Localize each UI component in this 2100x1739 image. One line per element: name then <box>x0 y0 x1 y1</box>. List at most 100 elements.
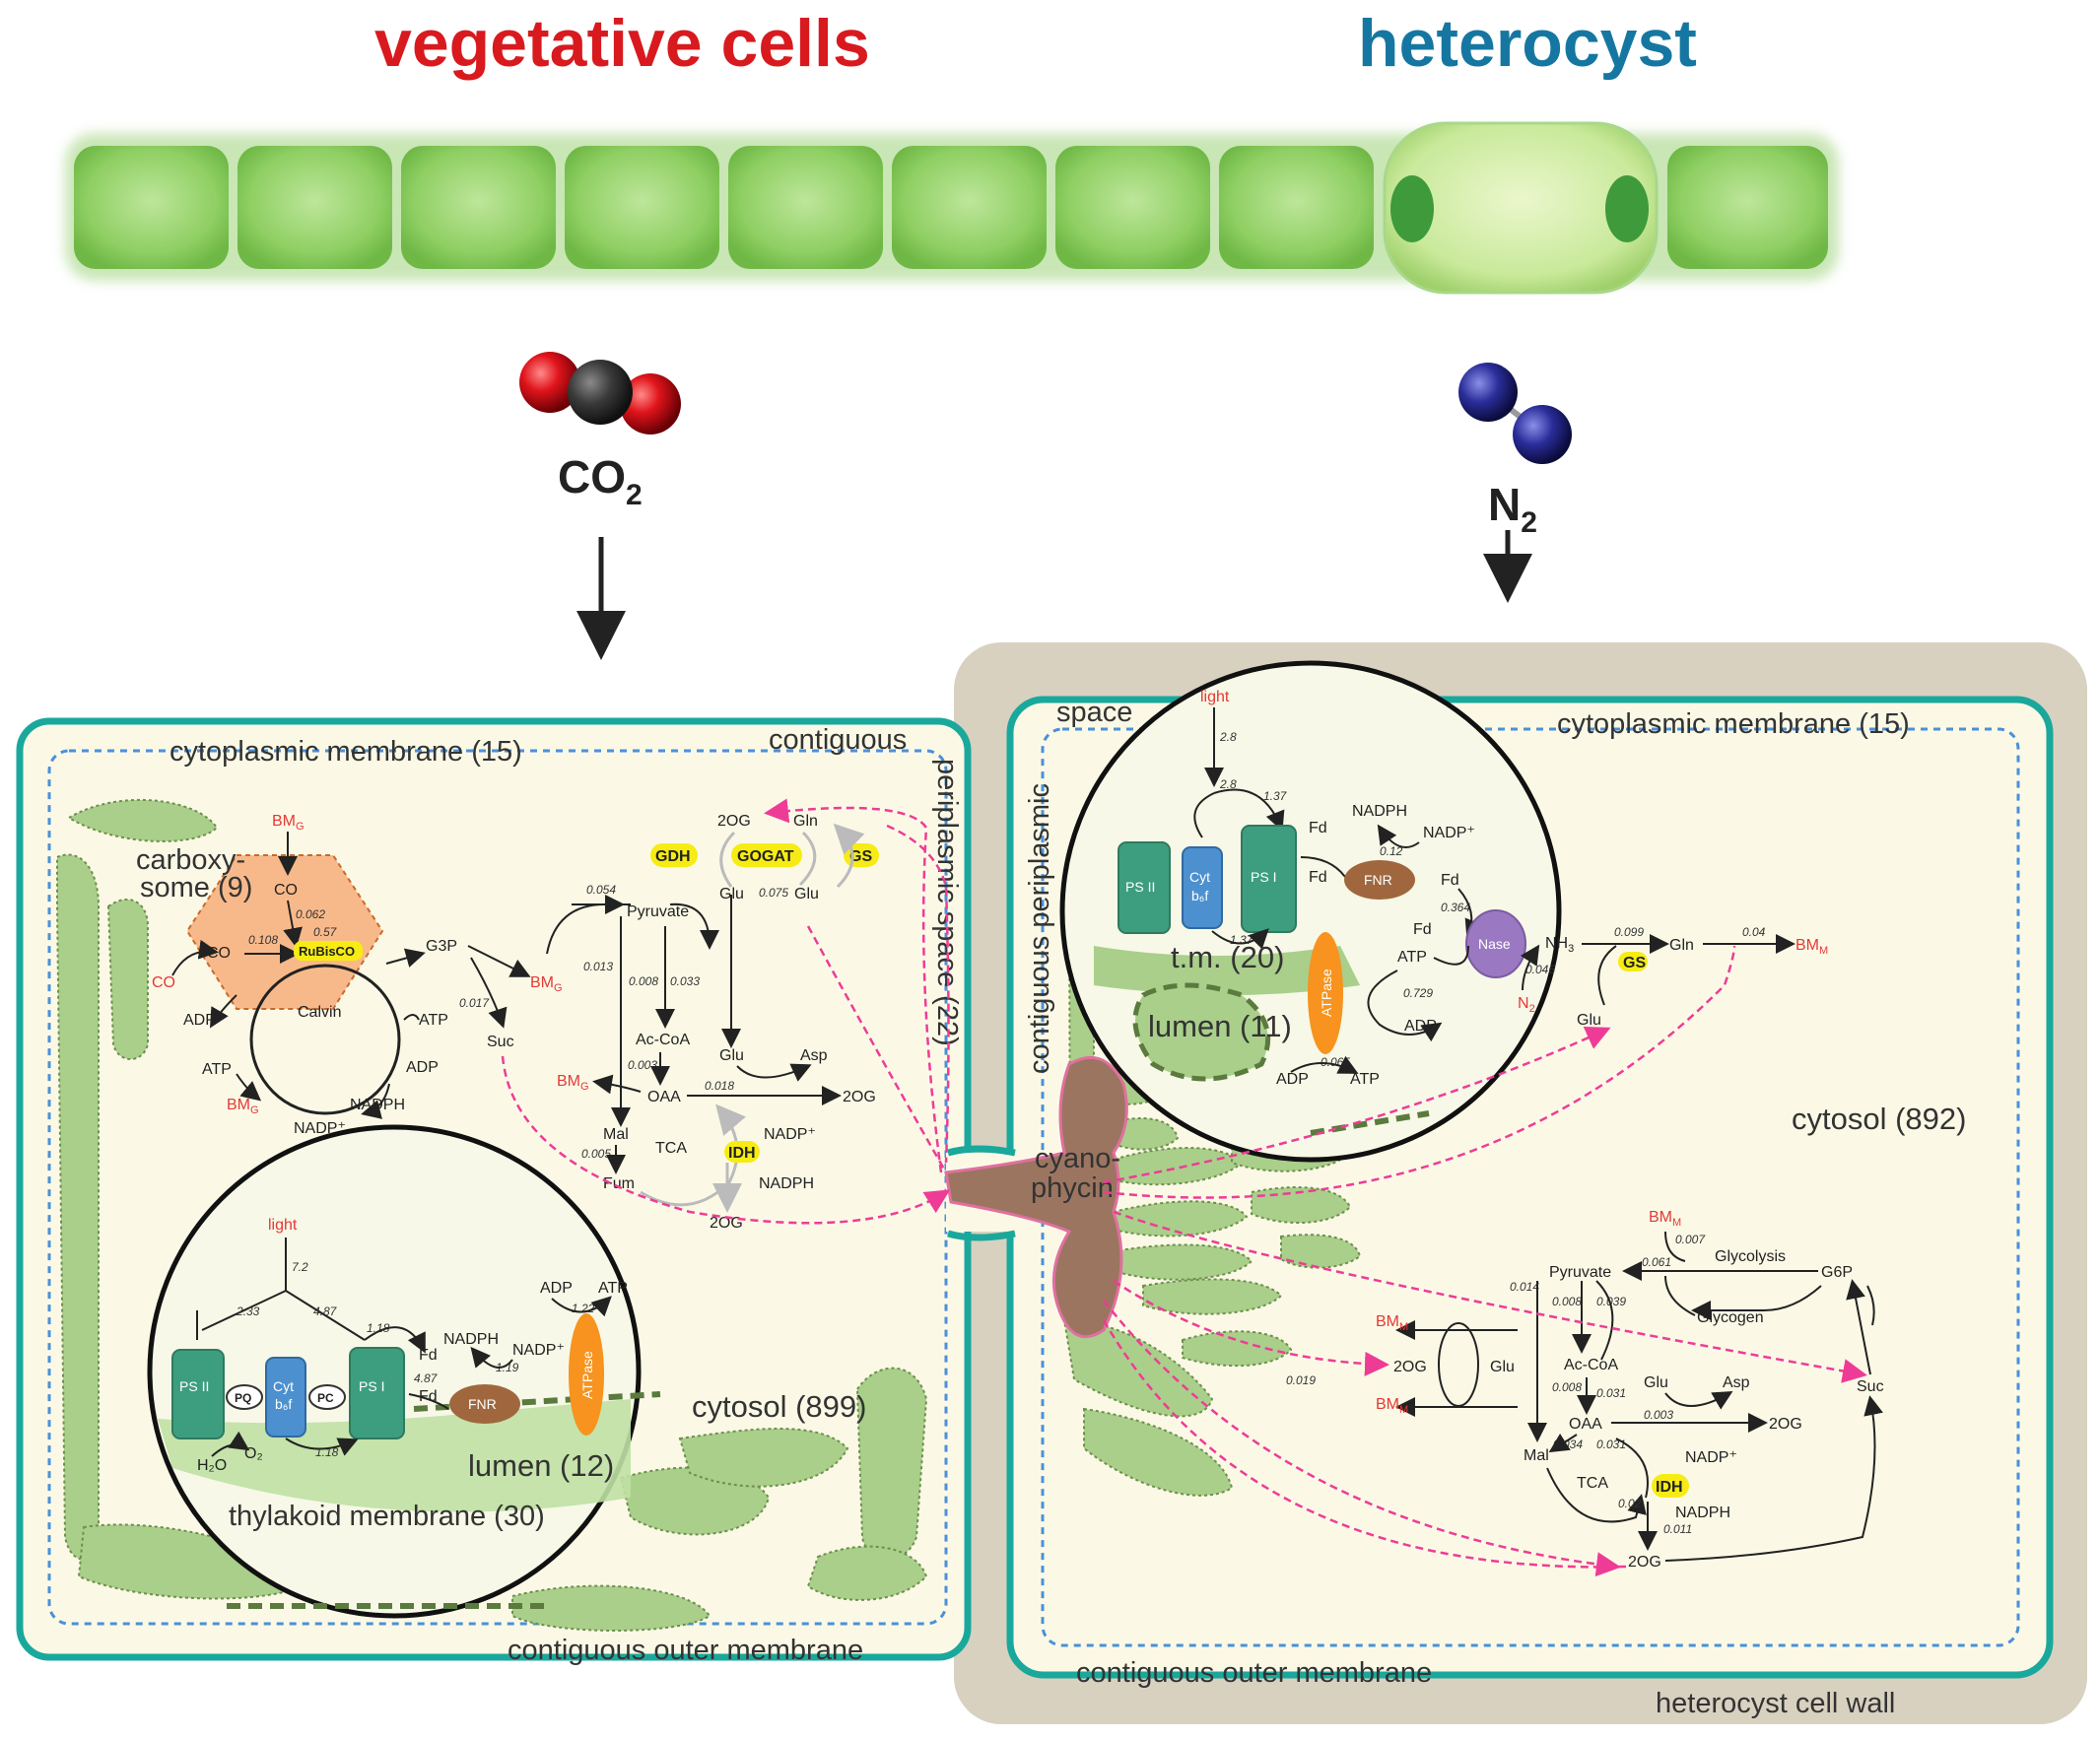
veg-flux-f: 1.19 <box>496 1361 519 1374</box>
het-glycogen: Glycogen <box>1697 1309 1764 1326</box>
heterocyst-polar-plug <box>1605 175 1649 242</box>
veg-tca-network: 0.054 Pyruvate 0.013 0.008 0.033 Ac-CoA … <box>546 883 876 1232</box>
cyanophycin-granule <box>944 1055 1128 1339</box>
co2-cytosol: CO <box>207 945 231 962</box>
het-g6p: G6P <box>1821 1264 1853 1281</box>
veg-adp-1: ADP <box>183 1012 216 1029</box>
veg-psi <box>349 1347 405 1439</box>
veg-glu-left: Glu <box>719 886 744 903</box>
cell-filament <box>65 121 1839 295</box>
het-asp: Asp <box>1723 1374 1750 1391</box>
veg-atpase-label: ATPase <box>579 1351 595 1399</box>
veg-cyt2-label: b₆f <box>275 1396 292 1412</box>
co2-molecule-icon <box>519 352 681 435</box>
flux-0.57: 0.57 <box>313 925 338 939</box>
n2-label: N2 <box>1488 479 1537 539</box>
veg-fd-ox: Fd <box>419 1347 438 1364</box>
het-atp-2: ATP <box>1350 1071 1380 1088</box>
het-flux-ac: 0.008 <box>1552 1380 1582 1394</box>
vegetative-cell <box>237 146 392 269</box>
het-tca-label: TCA <box>1577 1475 1608 1492</box>
veg-pyruvate: Pyruvate <box>627 903 689 920</box>
het-flux-ad: 0.031 <box>1596 1386 1626 1400</box>
het-flux-3: 1.37 <box>1263 789 1288 803</box>
het-atp: ATP <box>1397 949 1427 966</box>
veg-cyt-b6f <box>265 1357 306 1438</box>
het-fnr <box>1344 860 1415 900</box>
veg-glu-right: Glu <box>794 886 819 903</box>
carboxysome-label: carboxy-some (9) <box>136 844 252 903</box>
het-cyt2-label: b₆f <box>1191 888 1208 903</box>
het-atpase <box>1308 932 1343 1054</box>
het-tm-label: t.m. (20) <box>1171 940 1284 974</box>
vegetative-cell <box>565 146 719 269</box>
veg-flux-b: 4.87 <box>313 1304 338 1318</box>
bm-g-top: BMG <box>272 813 305 833</box>
het-bm-b: BMM <box>1376 1396 1408 1416</box>
flux-0.017: 0.017 <box>459 996 490 1010</box>
het-flux-1: 2.8 <box>1219 730 1237 744</box>
veg-idh-nadph: NADPH <box>759 1175 814 1192</box>
het-nadp: NADP⁺ <box>1423 825 1475 841</box>
veg-psii-label: PS II <box>179 1378 209 1394</box>
het-fd-1: Fd <box>1309 820 1327 836</box>
veg-lumen-label: lumen (12) <box>468 1448 614 1483</box>
het-flux-cyan: 0.019 <box>1286 1373 1316 1387</box>
het-flux-b: 0.04 <box>1742 925 1766 939</box>
het-contiguous-periplasmic-label: contiguous periplasmic <box>1024 783 1055 1074</box>
veg-2og: 2OG <box>843 1089 876 1105</box>
het-psi-label: PS I <box>1251 869 1276 885</box>
bm-g-oaa: BMG <box>557 1073 589 1093</box>
het-n2-in: N2 <box>1518 995 1535 1015</box>
veg-atpase <box>569 1313 604 1436</box>
het-glu: Glu <box>1577 1012 1601 1029</box>
heterocyst-title: heterocyst <box>1358 6 1697 81</box>
flux-0.005: 0.005 <box>581 1147 611 1161</box>
het-cell-wall-label: heterocyst cell wall <box>1656 1688 1895 1719</box>
veg-tca-label: TCA <box>655 1140 687 1157</box>
het-bm-n: BMM <box>1795 937 1828 957</box>
het-adp: ADP <box>1404 1018 1437 1035</box>
co2-label: CO2 <box>558 451 643 511</box>
veg-glu: Glu <box>719 1047 744 1064</box>
vegetative-cell <box>892 146 1047 269</box>
het-fd-3: Fd <box>1441 872 1459 889</box>
veg-fnr-label: FNR <box>468 1396 497 1412</box>
veg-psi-label: PS I <box>359 1378 384 1394</box>
flux-0.054: 0.054 <box>586 883 616 897</box>
het-lumen-label: lumen (11) <box>1148 1009 1292 1043</box>
het-nadph: NADPH <box>1352 803 1407 820</box>
het-psii <box>1118 841 1171 934</box>
heterocyst-polar-plug <box>1390 175 1434 242</box>
het-idh-nadp: NADP⁺ <box>1685 1449 1737 1466</box>
contiguous-label: contiguous <box>769 724 907 756</box>
het-mal: Mal <box>1524 1447 1549 1464</box>
flux-0.075: 0.075 <box>759 886 788 900</box>
veg-photo-nadp: NADP⁺ <box>512 1342 565 1359</box>
het-flux-i2: 0.011 <box>1663 1522 1692 1536</box>
het-bm-a: BMM <box>1376 1313 1408 1333</box>
het-fnr-label: FNR <box>1364 872 1392 888</box>
vegetative-cells-title: vegetative cells <box>374 6 870 81</box>
flux-0.033: 0.033 <box>670 974 700 988</box>
het-glycolysis: BMM 0.007 0.061 Pyruvate Glycolysis G6P … <box>1549 1209 1884 1395</box>
het-atpase-label: ATPase <box>1319 969 1334 1017</box>
het-cytoplasmic-membrane-label: cytoplasmic membrane (15) <box>1557 708 1910 740</box>
veg-nadph: NADPH <box>350 1097 405 1113</box>
veg-idh-enzyme: IDH <box>728 1145 756 1162</box>
vegetative-cell <box>1055 146 1210 269</box>
het-cytosol-label: cytosol (892) <box>1792 1102 1966 1136</box>
veg-gogat-cycle: 2OG Gln GOGAT GDH GS Glu Glu 0.075 <box>650 813 879 903</box>
het-flux-py: 0.061 <box>1642 1255 1671 1269</box>
veg-pc-label: PC <box>317 1391 334 1405</box>
het-flux-pc: 0.039 <box>1596 1295 1626 1308</box>
het-oaa: OAA <box>1569 1416 1602 1433</box>
het-psii-label: PS II <box>1125 879 1155 895</box>
het-flux-7: 0.729 <box>1403 986 1433 1000</box>
veg-atp-2: ATP <box>419 1012 448 1029</box>
veg-flux-g: 1.22 <box>572 1302 595 1315</box>
g3p: G3P <box>426 938 457 955</box>
calvin-label: Calvin <box>298 1004 341 1021</box>
